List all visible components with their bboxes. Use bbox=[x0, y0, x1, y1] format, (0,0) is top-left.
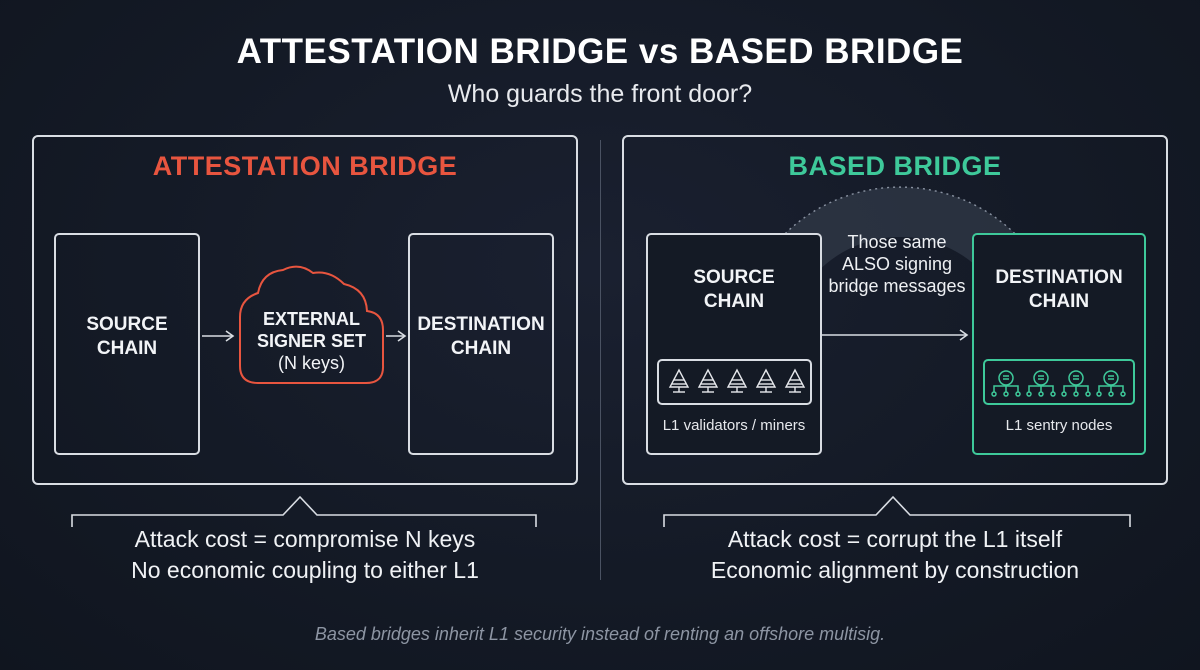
arc-annotation: Those same ALSO signing bridge messages bbox=[828, 232, 966, 296]
signer-set-label: EXTERNAL SIGNER SET (N keys) bbox=[256, 309, 367, 373]
validator-node-icon bbox=[784, 368, 806, 393]
attestation-bracket bbox=[71, 495, 537, 527]
validator-node-icon bbox=[668, 368, 690, 393]
validator-node-icon bbox=[697, 368, 719, 393]
based-panel bbox=[622, 135, 1168, 485]
attestation-panel bbox=[32, 135, 578, 485]
based-arc-band bbox=[735, 187, 1065, 352]
cloud-icon bbox=[239, 265, 385, 384]
based-source-chain bbox=[646, 233, 822, 455]
based-title: BASED BRIDGE bbox=[788, 151, 1002, 181]
sentry-label: L1 sentry nodes bbox=[1005, 417, 1113, 434]
sentry-node-icon bbox=[991, 370, 1021, 397]
based-caption: Attack cost = corrupt the L1 itself Econ… bbox=[710, 526, 1080, 583]
attestation-destination-label: DESTINATION CHAIN bbox=[417, 314, 545, 359]
arrowhead-source-to-signer bbox=[225, 330, 235, 342]
attestation-destination-chain bbox=[408, 233, 554, 455]
based-destination-chain bbox=[972, 233, 1146, 455]
sentry-group bbox=[983, 359, 1135, 405]
footer-note: Based bridges inherit L1 security instea… bbox=[314, 624, 886, 644]
sentry-node-icon bbox=[1096, 370, 1126, 397]
validators-label: L1 validators / miners bbox=[662, 417, 806, 434]
based-destination-label: DESTINATION CHAIN bbox=[995, 267, 1123, 312]
attestation-source-label: SOURCE CHAIN bbox=[86, 314, 168, 359]
validators-group bbox=[657, 359, 812, 405]
arrowhead-based bbox=[959, 329, 969, 341]
attestation-source-chain bbox=[54, 233, 200, 455]
attestation-title: ATTESTATION BRIDGE bbox=[152, 151, 458, 181]
attestation-caption: Attack cost = compromise N keys No econo… bbox=[131, 526, 479, 583]
based-bracket bbox=[663, 495, 1131, 527]
center-divider bbox=[600, 140, 601, 580]
validator-node-icon bbox=[726, 368, 748, 393]
page-title: ATTESTATION BRIDGE vs BASED BRIDGE bbox=[236, 32, 964, 71]
based-source-label: SOURCE CHAIN bbox=[693, 267, 775, 312]
arrowhead-signer-to-destination bbox=[397, 330, 407, 342]
page-subtitle: Who guards the front door? bbox=[447, 80, 753, 108]
sentry-node-icon bbox=[1026, 370, 1056, 397]
sentry-node-icon bbox=[1061, 370, 1091, 397]
validator-node-icon bbox=[755, 368, 777, 393]
